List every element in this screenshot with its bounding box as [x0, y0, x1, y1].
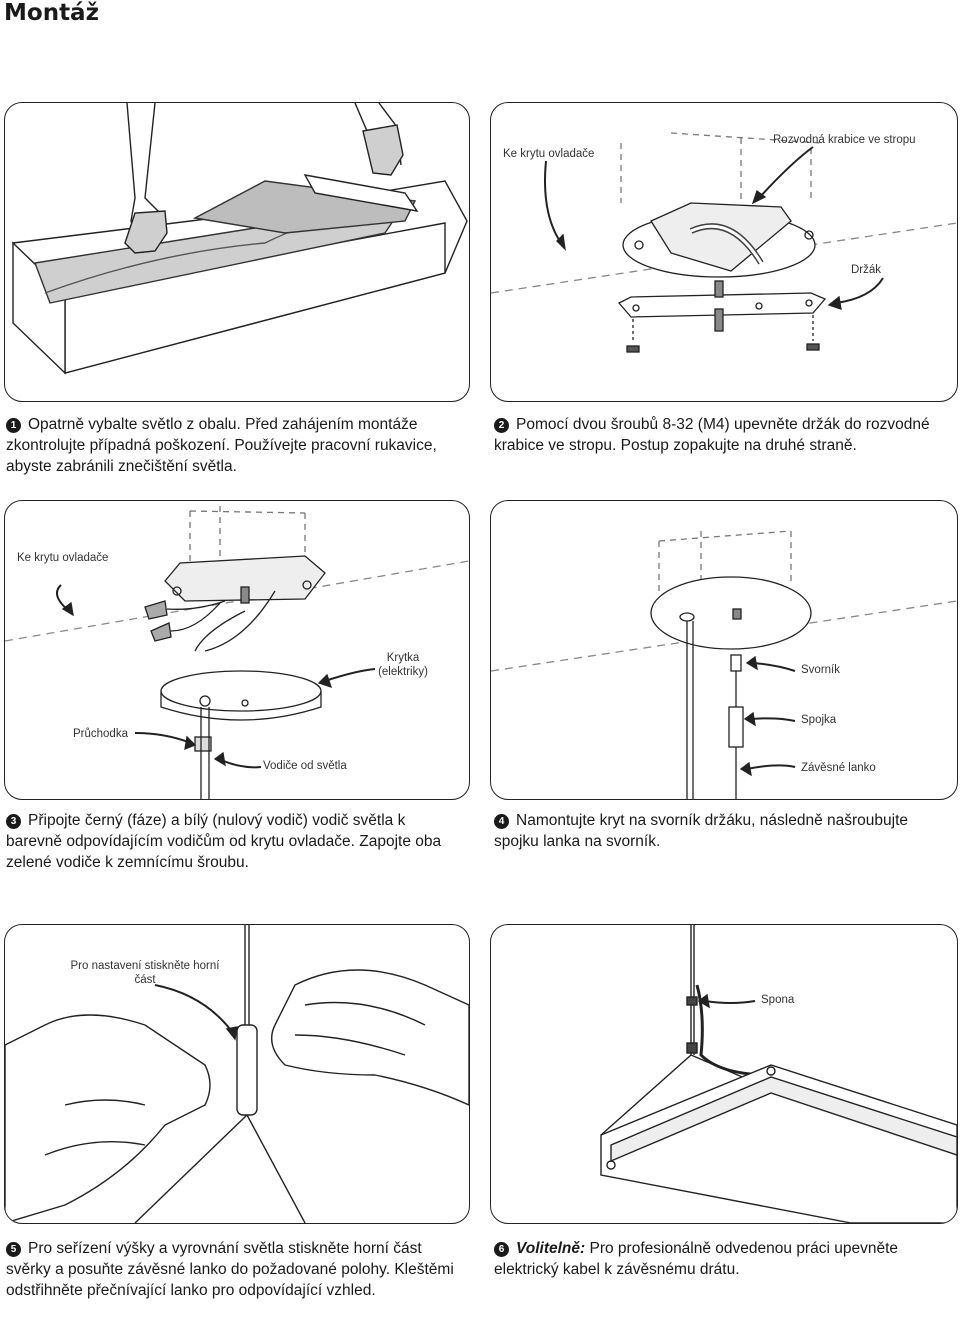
step-4-text: Namontujte kryt na svorník držáku, násle… — [494, 812, 909, 850]
optional-label: Volitelně: — [516, 1240, 586, 1257]
label-fixture-wires: Vodiče od světla — [263, 760, 347, 772]
label-coupling: Spojka — [801, 714, 837, 726]
label-to-controller-cover: Ke krytu ovladače — [503, 148, 595, 160]
label-clip: Spona — [761, 994, 795, 1006]
label-press-top-to-adjust: Pro nastavení stiskněte horní část — [70, 960, 220, 986]
step-5-text: Pro seřízení výšky a vyrovnání světla st… — [6, 1240, 454, 1299]
step-number-badge: 3 — [6, 814, 21, 829]
panel-step-2: Ke krytu ovladače Rozvodná krabice ve st… — [490, 102, 958, 402]
step-2-text: Pomocí dvou šroubů 8-32 (M4) upevněte dr… — [494, 416, 930, 454]
label-canopy: Krytka (elektriky) — [378, 652, 428, 678]
step-number-badge: 4 — [494, 814, 509, 829]
label-grommet: Průchodka — [73, 728, 128, 740]
unboxing-illustration — [12, 103, 468, 375]
step-6-text: Pro profesionálně odvedenou práci upevně… — [494, 1240, 898, 1278]
panel-step-4: Svorník Spojka Závěsné lanko — [490, 500, 958, 800]
label-stud: Svorník — [801, 664, 840, 676]
panel-step-6: Spona — [490, 924, 958, 1224]
step-number-badge: 5 — [6, 1242, 21, 1257]
label-ceiling-junction-box: Rozvodná krabice ve stropu — [773, 134, 916, 146]
label-to-controller-cover: Ke krytu ovladače — [17, 552, 109, 564]
height-adjustment-illustration — [5, 925, 469, 1223]
step-3-text: Připojte černý (fáze) a bílý (nulový vod… — [6, 812, 442, 871]
canopy-cable-illustration — [491, 530, 957, 799]
step-number-badge: 1 — [6, 418, 21, 433]
panel-step-3: Ke krytu ovladače Krytka (elektriky) Prů… — [4, 500, 470, 800]
bracket-mounting-illustration — [491, 132, 957, 353]
wiring-illustration — [5, 506, 469, 799]
panel-step-1 — [4, 102, 470, 402]
label-suspension-cable: Závěsné lanko — [801, 762, 876, 774]
step-number-badge: 2 — [494, 418, 509, 433]
step-number-badge: 6 — [494, 1242, 509, 1257]
step-1-text: Opatrně vybalte světlo z obalu. Před zah… — [6, 416, 437, 475]
step-6-caption: 6 Volitelně: Pro profesionálně odvedenou … — [494, 1238, 946, 1280]
label-bracket: Držák — [851, 264, 882, 276]
panel-step-5: Pro nastavení stiskněte horní část — [4, 924, 470, 1224]
page-title: Montáž — [4, 0, 99, 26]
cable-clip-illustration — [600, 925, 957, 1223]
